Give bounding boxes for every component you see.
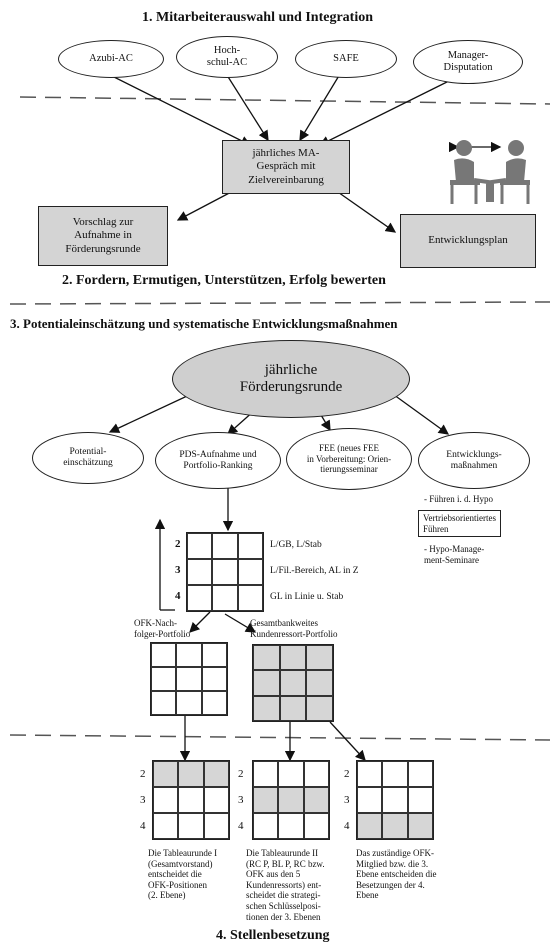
tableau-round-2-text: Die Tableaurunde II (RC P, BL P, RC bzw.…: [246, 848, 325, 922]
level-desc-4: GL in Linie u. Stab: [270, 592, 344, 602]
bottom1-level-3: 3: [140, 794, 146, 806]
bottom3-level-4: 4: [344, 820, 350, 832]
bottom2-level-4: 4: [238, 820, 244, 832]
level-grid: [186, 532, 264, 612]
section-title-1: 1. Mitarbeiterauswahl und Integration: [142, 10, 373, 25]
measure-item-3: - Hypo-Manage- ment-Seminare: [424, 544, 485, 565]
meeting-people-icon: [450, 140, 530, 204]
oval-hochschul-ac: Hoch- schul-AC: [176, 36, 278, 78]
bottom-grid-3: [356, 760, 434, 840]
level-desc-2: L/GB, L/Stab: [270, 540, 322, 550]
oval-azubi-ac: Azubi-AC: [58, 40, 164, 78]
ofk-member-text: Das zuständige OFK- Mitglied bzw. die 3.…: [356, 848, 437, 901]
client-division-portfolio-label: Gesamtbankweites Kundenressort-Portfolio: [250, 618, 338, 639]
bottom3-level-2: 2: [344, 768, 350, 780]
oval-pds-portfolio-ranking: PDS-Aufnahme und Portfolio-Ranking: [155, 432, 281, 489]
oval-development-measures: Entwicklungs- maßnahmen: [418, 432, 530, 489]
level-desc-3: L/Fil.-Bereich, AL in Z: [270, 566, 359, 576]
bottom3-level-3: 3: [344, 794, 350, 806]
level-label-3: 3: [175, 564, 181, 576]
bottom1-level-4: 4: [140, 820, 146, 832]
ofk-successor-portfolio-grid: [150, 642, 228, 716]
oval-manager-disputation: Manager- Disputation: [413, 40, 523, 84]
bottom2-level-2: 2: [238, 768, 244, 780]
bottom2-level-3: 3: [238, 794, 244, 806]
measure-item-2: Vertriebsorientiertes Führen: [418, 510, 501, 538]
tableau-round-1-text: Die Tableaurunde I (Gesamtvorstand) ents…: [148, 848, 218, 901]
section-title-3: 3. Potentialeinschätzung und systematisc…: [10, 316, 398, 331]
measure-item-1: - Führen i. d. Hypo: [424, 494, 493, 504]
proposal-box: Vorschlag zur Aufnahme in Förderungsrund…: [38, 206, 168, 266]
ofk-successor-portfolio-label: OFK-Nach- folger-Portfolio: [134, 618, 191, 639]
section-title-2: 2. Fordern, Ermutigen, Unterstützen, Erf…: [62, 273, 386, 288]
oval-potential-assessment: Potential- einschätzung: [32, 432, 144, 484]
section-title-4: 4. Stellenbesetzung: [216, 928, 330, 943]
development-plan-box: Entwicklungsplan: [400, 214, 536, 268]
annual-employee-meeting-box: jährliches MA- Gespräch mit Zielvereinba…: [222, 140, 350, 194]
level-label-4: 4: [175, 590, 181, 602]
bottom1-level-2: 2: [140, 768, 146, 780]
annual-promotion-round-oval: jährliche Förderungsrunde: [172, 340, 410, 418]
bottom-grid-1: [152, 760, 230, 840]
client-division-portfolio-grid: [252, 644, 334, 722]
oval-fee: FEE (neues FEE in Vorbereitung: Orien- t…: [286, 428, 412, 490]
oval-safe: SAFE: [295, 40, 397, 78]
bottom-grid-2: [252, 760, 330, 840]
level-label-2: 2: [175, 538, 181, 550]
